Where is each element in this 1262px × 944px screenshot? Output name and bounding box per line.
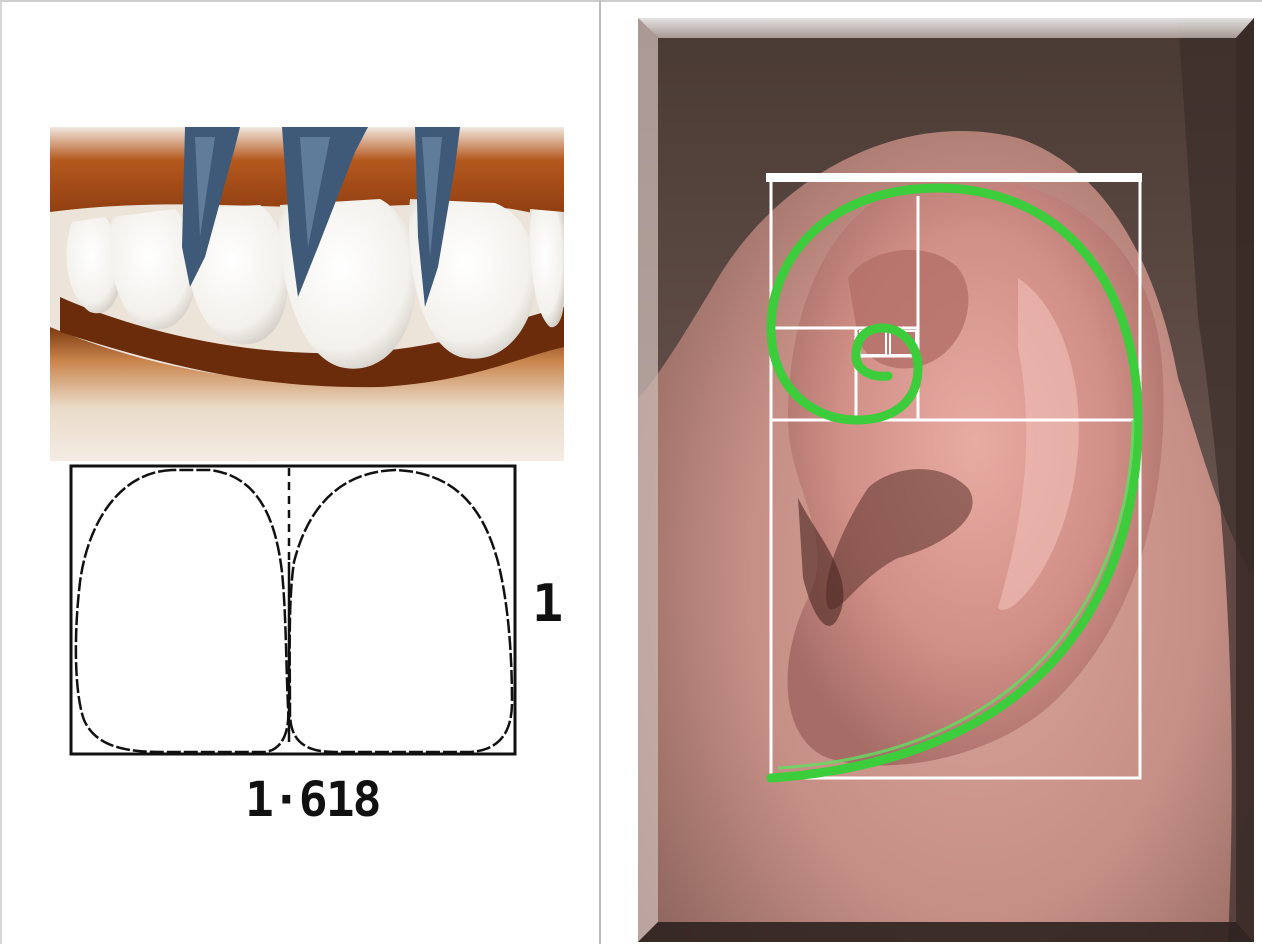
- ratio-width-label: 1·618: [245, 770, 385, 830]
- ratio-rectangle: [71, 466, 515, 754]
- right-panel: [601, 2, 1262, 944]
- golden-rectangle-top-bar: [766, 173, 1142, 182]
- ratio-height-label: 1: [532, 574, 563, 634]
- teeth-photo: [50, 127, 564, 461]
- left-panel: 1 1·618: [2, 2, 599, 944]
- tooth-ratio-diagram: [50, 462, 580, 762]
- ear-photo: [638, 18, 1254, 942]
